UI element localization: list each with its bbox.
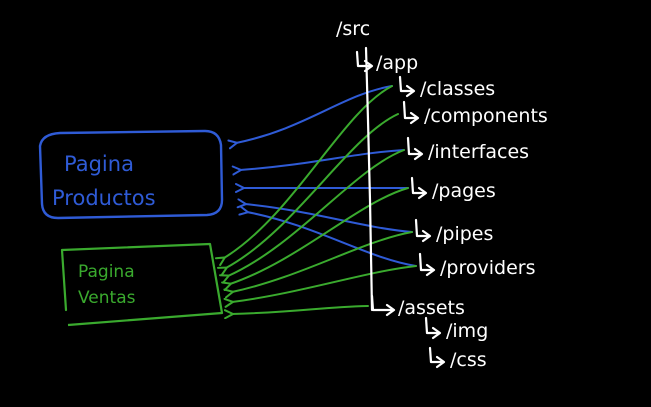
ventas-arrow-pages xyxy=(230,187,409,284)
classes-connector-icon xyxy=(398,75,416,98)
providers-connector-icon xyxy=(418,252,436,277)
img-connector-icon xyxy=(424,316,442,340)
pipes-connector-icon xyxy=(414,218,432,243)
tree-classes: /classes xyxy=(420,78,495,100)
css-connector-icon xyxy=(428,346,446,369)
tree-assets: /assets xyxy=(398,297,465,319)
tree-root-src: /src xyxy=(336,18,370,40)
tree-trunk xyxy=(364,46,374,312)
tree-app: /app xyxy=(376,52,418,74)
pages-connector-icon xyxy=(410,176,428,200)
pagina-ventas-box: Pagina Ventas xyxy=(60,242,224,327)
ventas-arrow-interfaces xyxy=(228,149,405,276)
ventas-arrow-classes xyxy=(224,85,393,258)
productos-line2: Productos xyxy=(52,186,156,210)
ventas-line1: Pagina xyxy=(78,262,135,282)
ventas-arrow-providers xyxy=(232,265,417,302)
folder-tree xyxy=(355,46,446,369)
app-connector-icon xyxy=(355,50,374,73)
tree-pages: /pages xyxy=(432,180,496,202)
tree-css: /css xyxy=(450,349,487,371)
tree-pipes: /pipes xyxy=(436,223,493,245)
tree-components: /components xyxy=(424,105,548,127)
ventas-arrows xyxy=(224,85,417,314)
assets-connector-icon xyxy=(370,294,396,317)
ventas-arrow-assets xyxy=(232,305,369,314)
productos-arrow-interfaces xyxy=(240,149,405,170)
components-connector-icon xyxy=(402,100,420,125)
tree-interfaces: /interfaces xyxy=(428,141,529,163)
productos-arrows xyxy=(236,85,417,267)
interfaces-connector-icon xyxy=(406,136,424,161)
ventas-line2: Ventas xyxy=(78,288,136,308)
productos-arrow-pipes xyxy=(245,204,413,233)
tree-providers: /providers xyxy=(440,257,535,279)
ventas-arrow-components xyxy=(226,113,399,268)
productos-arrow-classes xyxy=(236,85,393,143)
productos-line1: Pagina xyxy=(64,152,134,176)
ventas-arrow-pipes xyxy=(232,231,413,292)
tree-img: /img xyxy=(446,320,488,342)
pagina-productos-box: Pagina Productos xyxy=(38,129,224,220)
